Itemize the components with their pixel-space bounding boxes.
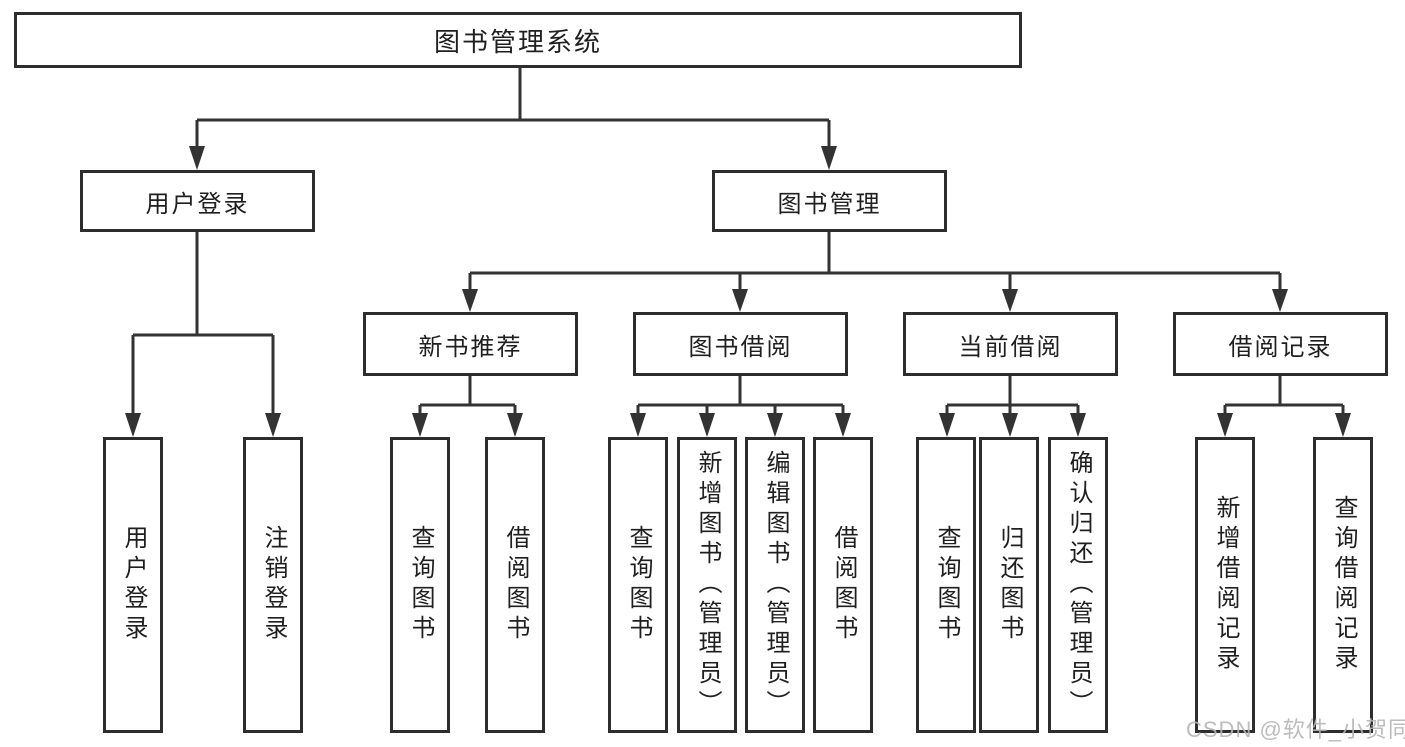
- node-system-root: 图书管理系统: [14, 12, 1022, 68]
- leaf-label: 新增借阅记录: [1212, 495, 1239, 675]
- leaf-label: 确认归还（管理员）: [1065, 450, 1092, 720]
- node-user-login: 用户登录: [80, 170, 315, 232]
- arrowhead: [189, 146, 205, 170]
- node-book-management: 图书管理: [712, 170, 947, 232]
- arrowhead: [1070, 413, 1086, 437]
- arrowhead: [1217, 413, 1233, 437]
- arrowhead: [265, 413, 281, 437]
- leaf-label: 查询借阅记录: [1330, 495, 1357, 675]
- arrowhead: [767, 413, 783, 437]
- arrowhead: [1272, 289, 1288, 312]
- leaf-logout: 注销登录: [243, 437, 303, 733]
- leaf-label: 注销登录: [260, 525, 287, 645]
- node-current-borrow: 当前借阅: [903, 312, 1118, 376]
- arrowhead: [412, 413, 428, 437]
- leaf-query-borrow-record: 查询借阅记录: [1313, 437, 1373, 733]
- arrowhead: [1335, 413, 1351, 437]
- leaf-label: 新增图书（管理员）: [694, 450, 721, 720]
- arrowhead: [821, 146, 837, 170]
- arrowhead: [1002, 413, 1018, 437]
- arrowhead: [939, 413, 955, 437]
- leaf-query-book-borrow: 查询图书: [608, 437, 668, 733]
- leaf-borrow-book-recommend: 借阅图书: [485, 437, 545, 733]
- arrowhead: [732, 289, 748, 312]
- leaf-label: 借阅图书: [502, 525, 529, 645]
- leaf-user-login: 用户登录: [103, 437, 163, 733]
- arrowhead: [1002, 289, 1018, 312]
- leaf-label: 借阅图书: [830, 525, 857, 645]
- arrowhead: [507, 413, 523, 437]
- leaf-borrow-book: 借阅图书: [813, 437, 873, 733]
- node-book-borrow: 图书借阅: [633, 312, 848, 376]
- leaf-query-book-current: 查询图书: [916, 437, 976, 733]
- leaf-label: 查询图书: [407, 525, 434, 645]
- leaf-label: 归还图书: [996, 525, 1023, 645]
- arrowhead: [125, 413, 141, 437]
- leaf-label: 查询图书: [933, 525, 960, 645]
- leaf-query-book-recommend: 查询图书: [390, 437, 450, 733]
- node-borrow-record: 借阅记录: [1173, 312, 1388, 376]
- leaf-label: 查询图书: [625, 525, 652, 645]
- arrowhead: [630, 413, 646, 437]
- leaf-label: 编辑图书（管理员）: [762, 450, 789, 720]
- leaf-confirm-return-admin: 确认归还（管理员）: [1048, 437, 1108, 733]
- arrowhead: [462, 289, 478, 312]
- arrowhead: [835, 413, 851, 437]
- arrowhead: [699, 413, 715, 437]
- leaf-add-book-admin: 新增图书（管理员）: [677, 437, 737, 733]
- leaf-label: 用户登录: [120, 525, 147, 645]
- leaf-return-book: 归还图书: [979, 437, 1039, 733]
- leaf-add-borrow-record: 新增借阅记录: [1195, 437, 1255, 733]
- csdn-watermark: CSDN @软件_小贺同学: [1186, 717, 1405, 742]
- leaf-edit-book-admin: 编辑图书（管理员）: [745, 437, 805, 733]
- node-new-book-recommend: 新书推荐: [363, 312, 578, 376]
